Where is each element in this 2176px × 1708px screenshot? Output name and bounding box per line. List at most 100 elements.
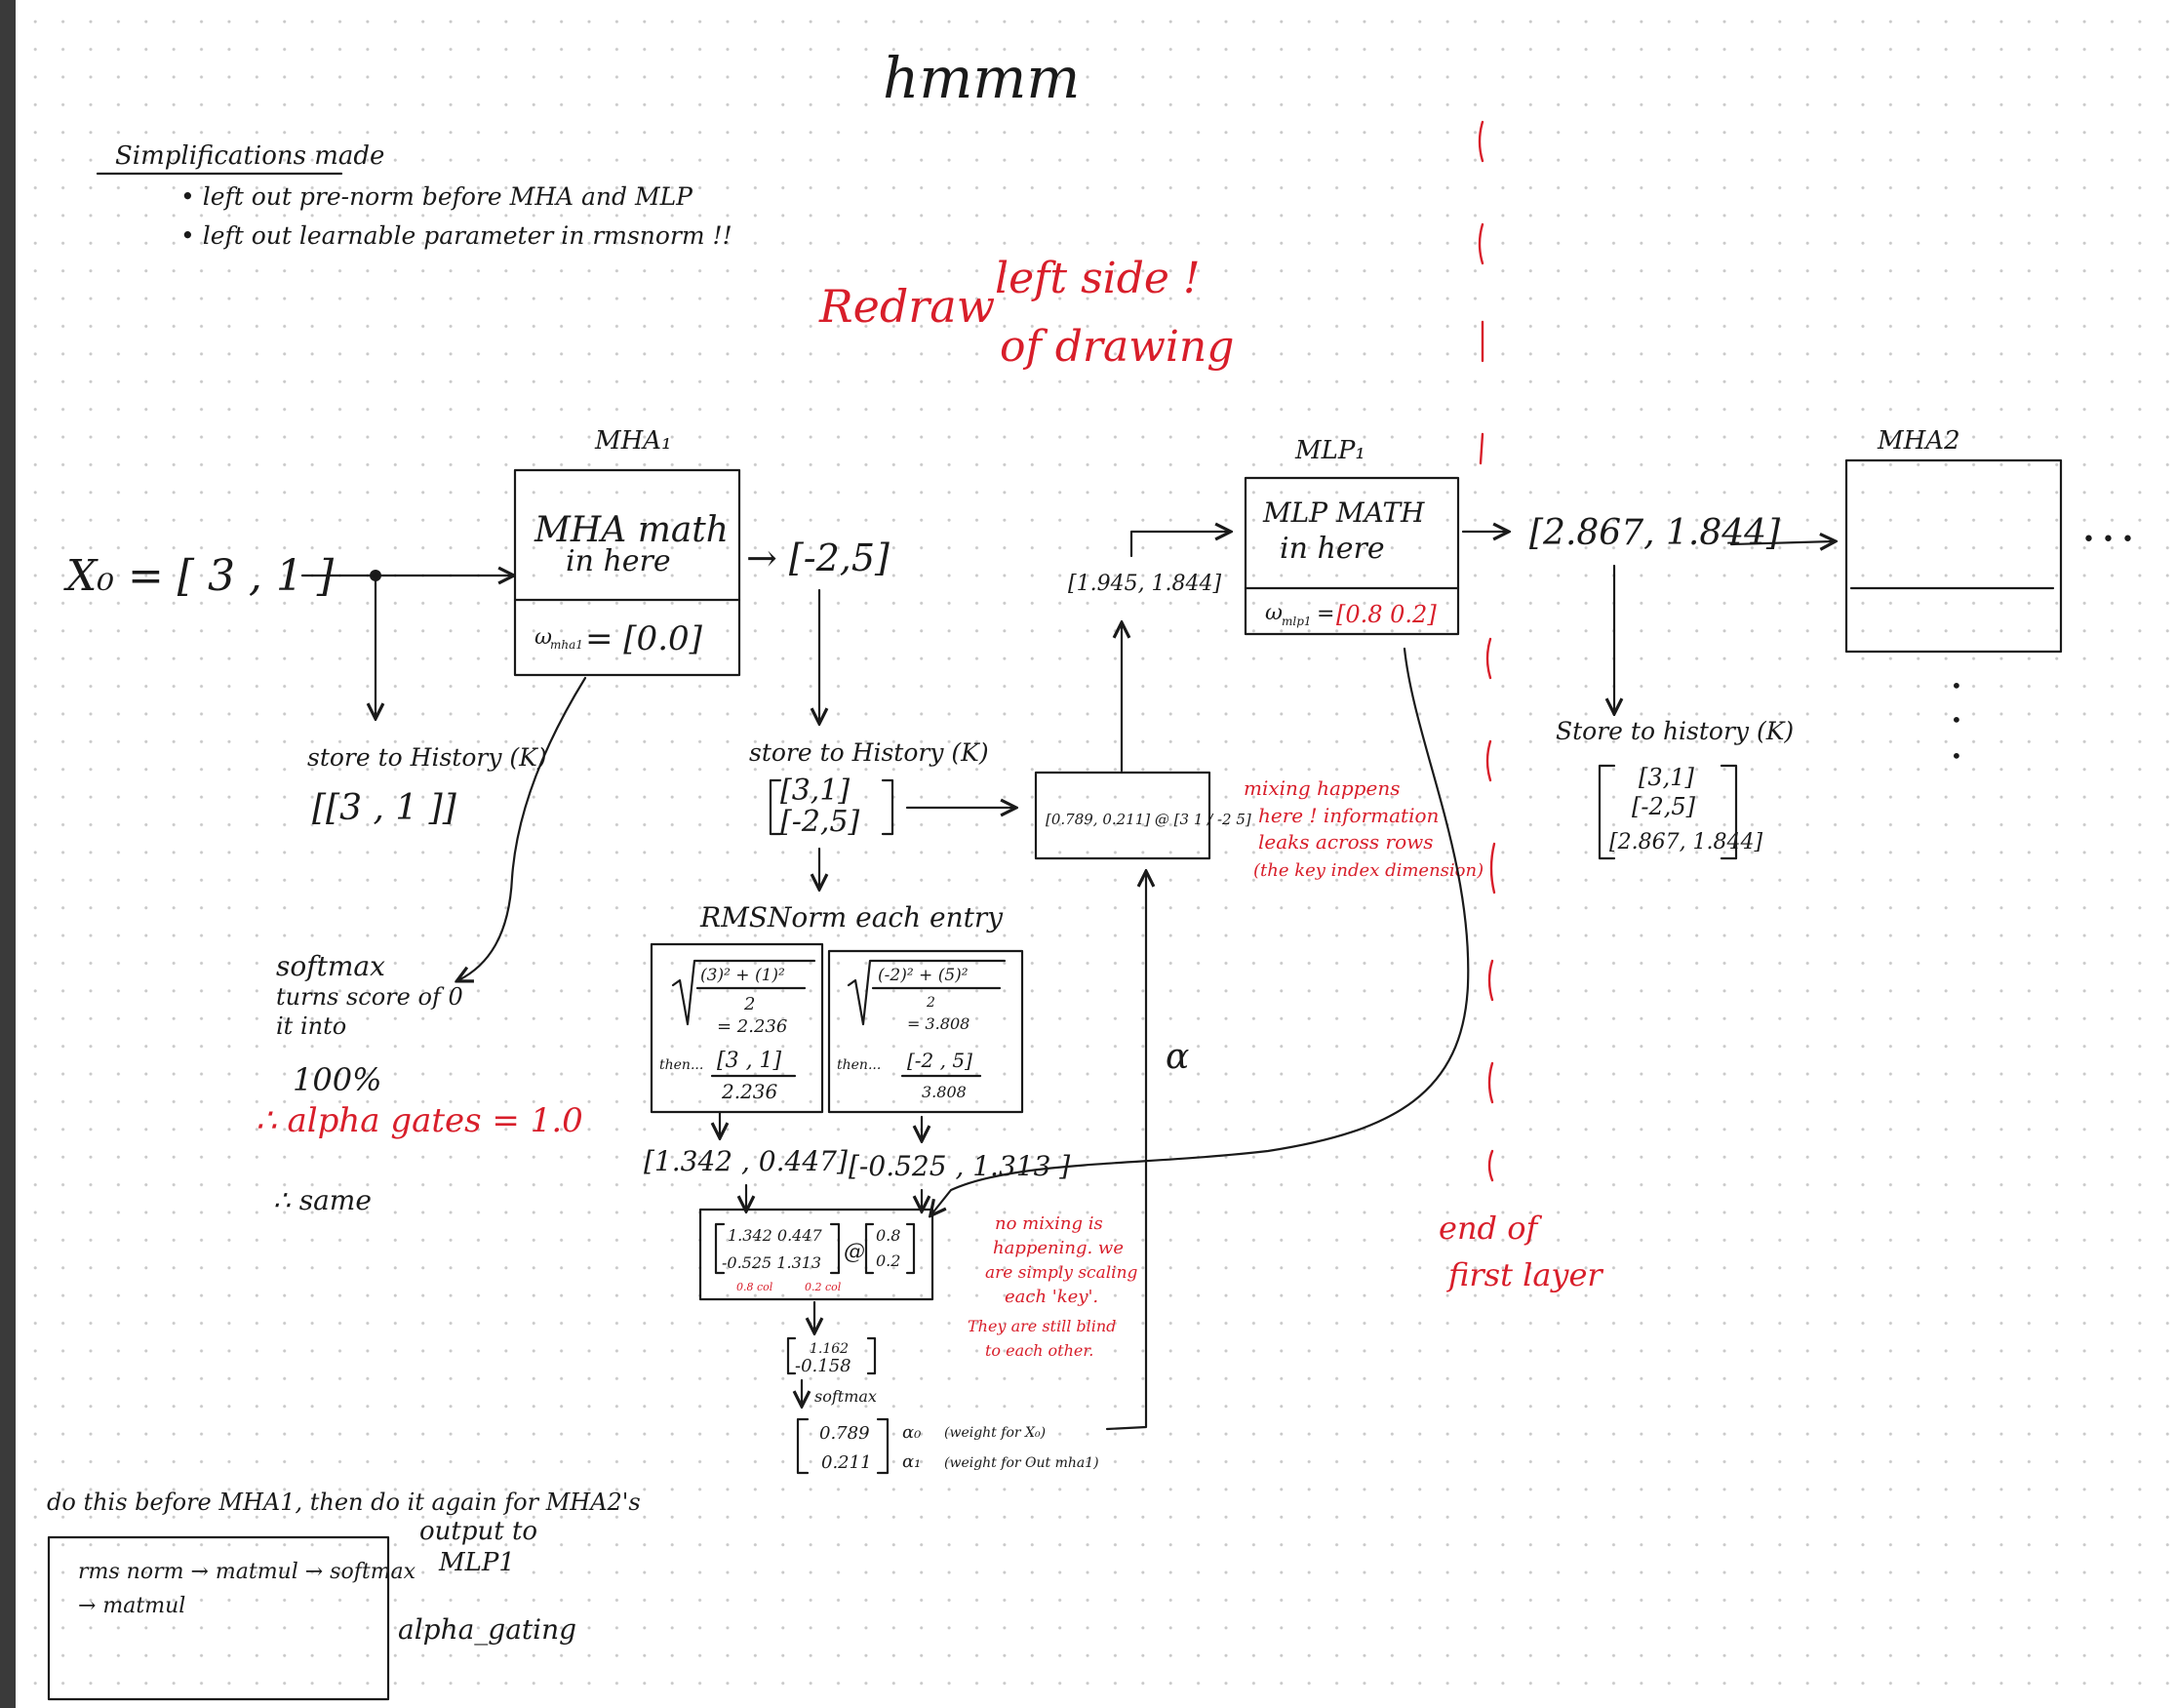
mlp-input-vector: [1.945, 1.844] — [1068, 572, 1222, 596]
mha2-box — [1844, 458, 2063, 654]
rmsnorm-right-sqrt-num: (-2)² + (5)² — [878, 966, 969, 985]
output-note-line: MLP1 — [438, 1548, 515, 1577]
store-history-2-label: store to History (K) — [749, 738, 989, 767]
redraw-of-drawing: of drawing — [1000, 322, 1234, 372]
matmul-row1: 1.342 0.447 — [728, 1226, 823, 1245]
mlp1-box — [1244, 476, 1460, 636]
softmax-note-line: it into — [276, 1013, 346, 1040]
matmul-weight-2: 0.2 — [876, 1251, 900, 1270]
rmsnorm-left-result-vector: [1.342 , 0.447] — [644, 1145, 848, 1177]
mha1-weight-value: = [0.0] — [585, 619, 703, 658]
page-title: hmmm — [883, 45, 1080, 111]
end-note-line: end of — [1439, 1210, 1542, 1247]
no-mixing-line: They are still blind — [968, 1317, 1116, 1335]
store-history-2-row1: [3,1] — [780, 774, 850, 808]
matrix-bracket-left — [864, 1222, 875, 1275]
summary-line: → matmul — [78, 1594, 185, 1618]
redraw-word: Redraw — [818, 280, 995, 333]
ellipsis-down-dot: • — [1951, 674, 1962, 697]
same-note: ∴ same — [273, 1184, 372, 1216]
no-mixing-line: each 'key'. — [1005, 1287, 1098, 1307]
alpha-gates-note: ∴ alpha gates = 1.0 — [256, 1101, 583, 1140]
rmsnorm-right-result: = 3.808 — [907, 1014, 969, 1033]
store-history-3-row: [3,1] — [1639, 764, 1695, 791]
matrix-bracket-right — [1720, 764, 1738, 860]
mha1-output: → [-2,5] — [746, 536, 890, 579]
simplification-item: • left out learnable parameter in rmsnor… — [180, 221, 732, 250]
mlp1-weight-eq: = — [1317, 602, 1334, 626]
rmsnorm-right-then: then... — [837, 1057, 881, 1073]
mlp1-weights-curve — [931, 647, 1470, 1214]
arrow-to-mha2 — [1729, 541, 1834, 544]
alpha-symbol: α — [1166, 1037, 1189, 1077]
mlp-output-vector: [2.867, 1.844] — [1529, 513, 1781, 553]
simplification-item: • left out pre-norm before MHA and MLP — [180, 182, 693, 211]
rmsnorm-right-sqrt-den: 2 — [926, 995, 935, 1011]
alpha-0-note: (weight for X₀) — [944, 1425, 1046, 1441]
rmsnorm-left-result: = 2.236 — [717, 1016, 787, 1037]
rmsnorm-left-box — [650, 942, 824, 1114]
logit-2: -0.158 — [795, 1356, 851, 1376]
alpha-0-label: α₀ — [902, 1422, 921, 1443]
matrix-bracket-left — [714, 1222, 726, 1275]
store-history-3-row: [2.867, 1.844] — [1609, 830, 1763, 854]
sqrt-symbol — [847, 959, 1007, 1026]
rmsnorm-right-frac-den: 3.808 — [922, 1083, 967, 1101]
alpha-1-label: α₁ — [902, 1451, 921, 1472]
summary-box — [47, 1535, 390, 1701]
alpha-0-value: 0.789 — [819, 1423, 870, 1444]
ellipsis-down-dot: • — [1951, 744, 1962, 768]
dot-grid — [16, 0, 2176, 1708]
ellipsis-down-dot: • — [1951, 708, 1962, 732]
matrix-bracket-left — [796, 1417, 810, 1475]
alpha-1-note: (weight for Out mha1) — [944, 1455, 1099, 1471]
mha1-weights-curve — [458, 676, 587, 980]
mlp1-weight-subscript: mlp1 — [1282, 615, 1312, 628]
matrix-bracket-right — [881, 778, 894, 836]
mixing-box — [1034, 771, 1211, 860]
end-note-line: first layer — [1446, 1256, 1603, 1293]
redraw-left-side: left side ! — [995, 254, 1201, 303]
rmsnorm-left-frac-num: [3 , 1] — [717, 1049, 782, 1073]
store-history-1-value: [[3 , 1 ]] — [312, 788, 457, 828]
mha1-box — [513, 468, 741, 677]
no-mixing-note: no mixing is happening. we are simply sc… — [968, 1213, 1138, 1360]
matmul-operator: @ — [844, 1240, 865, 1264]
matrix-bracket-right — [905, 1222, 916, 1275]
mlp1-weight-value: [0.8 0.2] — [1336, 601, 1437, 628]
mlp1-weight-symbol: ω — [1265, 601, 1283, 625]
mlp1-body-line2: in here — [1280, 532, 1385, 566]
matmul-col-note: 0.2 col — [805, 1281, 842, 1293]
sqrt-symbol — [671, 959, 816, 1026]
alpha-gating-label: alpha_gating — [398, 1613, 576, 1646]
mha1-title: MHA₁ — [594, 426, 672, 456]
matrix-bracket-left — [786, 1336, 797, 1375]
mha1-weight-subscript: mha1 — [550, 638, 583, 652]
matmul-weight-1: 0.8 — [876, 1226, 900, 1245]
matrix-bracket-left — [769, 778, 782, 836]
bottom-note: do this before MHA1, then do it again fo… — [47, 1489, 641, 1516]
store-history-3-label: Store to history (K) — [1556, 717, 1794, 745]
simplifications-note: Simplifications made • left out pre-norm… — [96, 141, 732, 250]
store-history-3-row: [-2,5] — [1632, 793, 1696, 820]
mha2-title: MHA2 — [1877, 426, 1960, 456]
matmul-box — [698, 1208, 934, 1301]
arrow-to-mlp1 — [1129, 532, 1229, 558]
no-mixing-line: no mixing is — [995, 1213, 1103, 1234]
mha1-weight-symbol: ω — [534, 625, 552, 650]
no-mixing-line: happening. we — [993, 1238, 1124, 1258]
softmax-note-line: softmax — [276, 950, 385, 982]
logit-1: 1.162 — [810, 1341, 849, 1357]
matmul-col-note: 0.8 col — [736, 1281, 773, 1293]
store-history-2-row2: [-2,5] — [780, 805, 860, 839]
alpha-1-value: 0.211 — [821, 1452, 872, 1473]
redraw-note: Redraw left side ! of drawing — [818, 254, 1234, 372]
layer-divider — [1478, 120, 1496, 1182]
mixing-box-text: [0.789, 0.211] @ [3 1 / -2 5] — [1046, 811, 1251, 828]
mixing-note-line: (the key index dimension) — [1253, 860, 1484, 881]
no-mixing-line: to each other. — [985, 1341, 1093, 1360]
input-x0: X₀ = [ 3 , 1 ] — [63, 551, 335, 601]
mixing-note-line: mixing happens — [1244, 776, 1400, 800]
